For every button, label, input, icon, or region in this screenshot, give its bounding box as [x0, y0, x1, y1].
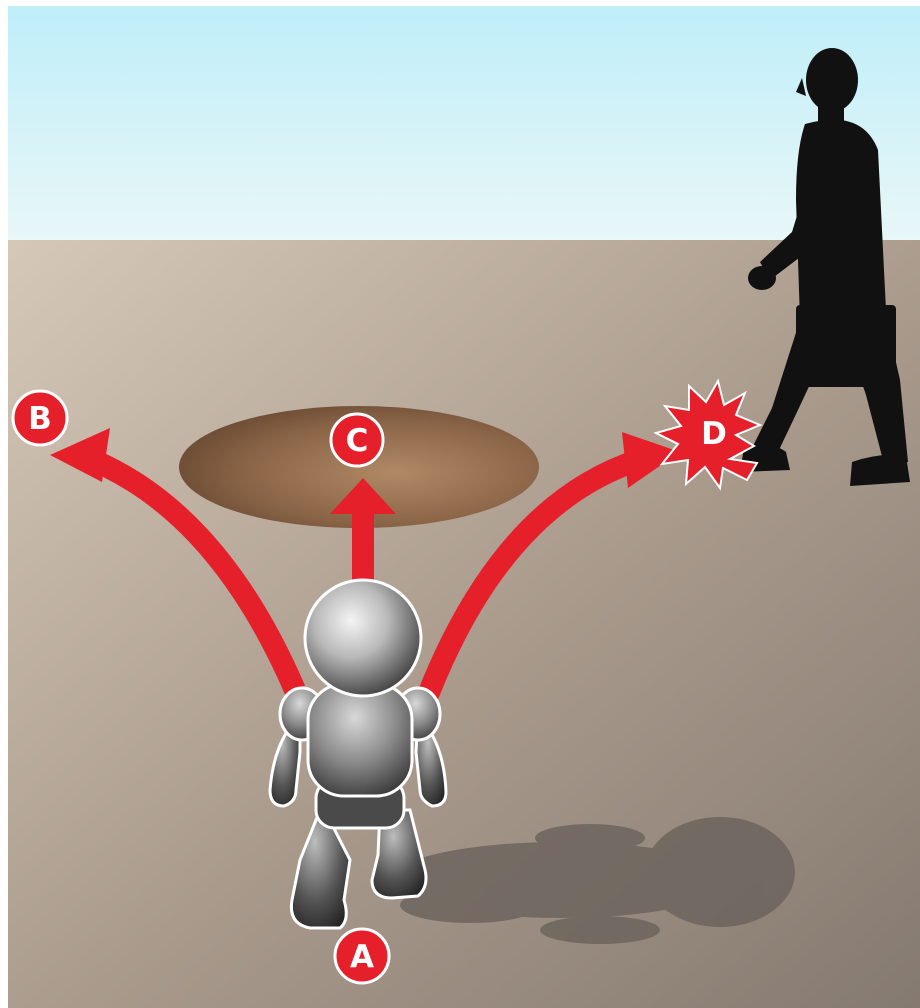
starburst-icon: [653, 378, 763, 491]
label-d: D: [701, 416, 727, 452]
arrow-to-c: [330, 478, 396, 588]
arrow-to-d: [417, 432, 680, 700]
robot-shadow: [390, 817, 795, 944]
label-c: C: [329, 412, 385, 468]
label-b: B: [11, 389, 69, 447]
label-d-text: D: [701, 416, 727, 452]
label-c-text: C: [346, 423, 369, 459]
sky: [8, 6, 920, 240]
label-a-text: A: [350, 939, 374, 975]
label-b-text: B: [28, 401, 52, 437]
robot-figure: [268, 578, 448, 930]
arrow-to-b: [50, 428, 306, 695]
label-a: A: [333, 927, 391, 985]
businessman-silhouette: [740, 48, 910, 486]
